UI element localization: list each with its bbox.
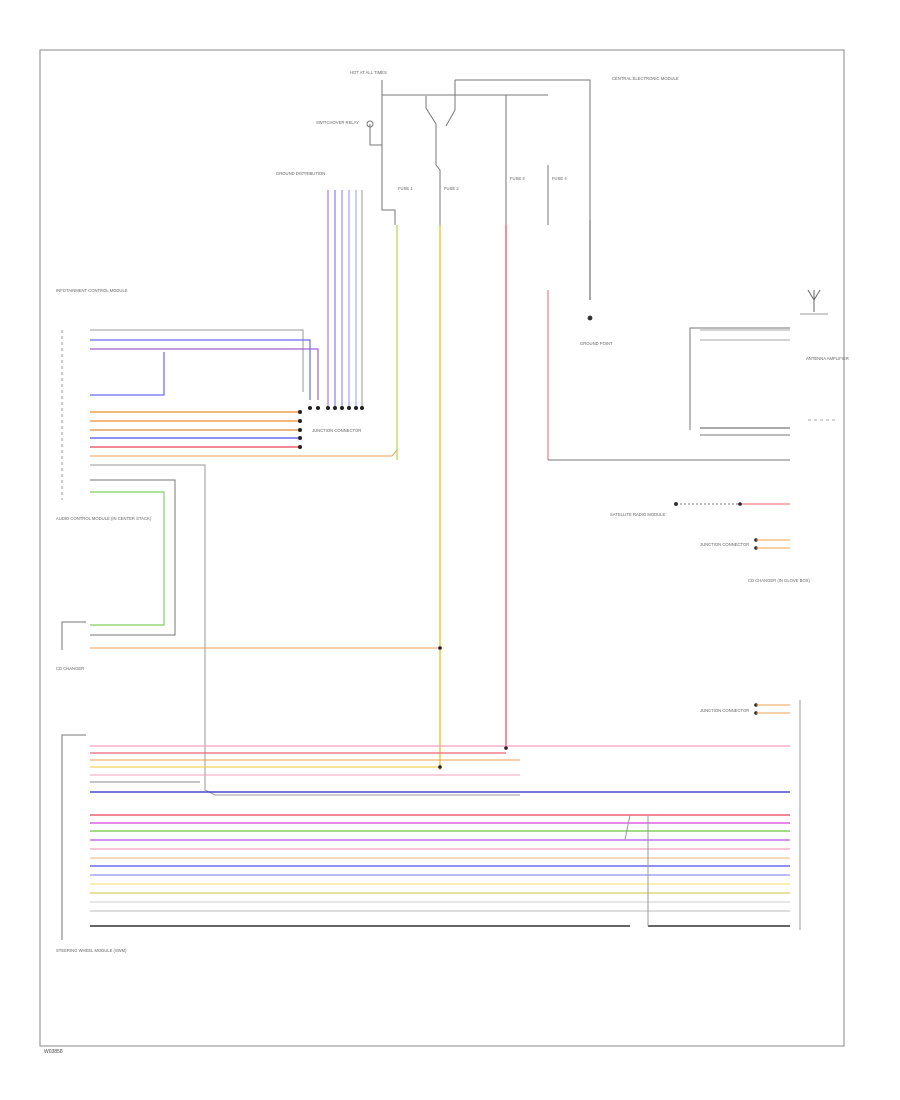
ground-point-label: GROUND POINT [580,341,613,346]
diagram-id: W03858 [44,1049,63,1055]
junction-c-label: JUNCTION CONNECTOR [700,708,749,713]
infotainment-control-label: INFOTAINMENT CONTROL MODULE [56,288,128,293]
hot-at-all-times-label: HOT AT ALL TIMES [350,70,387,75]
fuse-b-label: FUSE 2 [444,186,459,191]
junction-b-label: JUNCTION CONNECTOR [700,542,749,547]
junction-a-label: JUNCTION CONNECTOR [312,428,361,433]
switchover-relay-label: SWITCHOVER RELAY [316,120,359,125]
central-electronic-module-label: CENTRAL ELECTRONIC MODULE [612,76,679,81]
antenna-amplifier: ANTENNA AMPLIFIER [689,289,849,436]
infotainment-control-module: INFOTAINMENT CONTROL MODULE AUDIO CONTRO… [56,288,520,796]
bottom-harness: STEERING WHEEL MODULE (SWM) [56,734,790,953]
fuse-d-label: FUSE 4 [552,176,567,181]
fuse-c-label: FUSE 3 [510,176,525,181]
satellite-radio-label: SATELLITE RADIO MODULE [610,512,666,517]
switch-icon [366,80,456,146]
cd-changer-label: CD CHANGER [56,666,84,671]
connector-pin-icon [674,502,678,506]
ignition-switch-label: STEERING WHEEL MODULE (SWM) [56,948,127,953]
fuse-a-label: FUSE 1 [398,186,413,191]
ground-icon [587,315,593,321]
satellite-radio-module: SATELLITE RADIO MODULE JUNCTION CONNECTO… [548,459,810,930]
diagram-frame [39,49,845,1047]
junction-a-pins [298,406,364,449]
audio-unit-label: AUDIO CONTROL MODULE (IN CENTER STACK) [56,516,152,521]
cd-changer: CD CHANGER [56,621,442,671]
antenna-module-label: ANTENNA AMPLIFIER [806,356,849,361]
ground-distribution-label: GROUND DISTRIBUTION [276,171,325,176]
antenna-icon [800,289,828,315]
cd-player-label: CD CHANGER (IN GLOVE BOX) [748,578,810,583]
power-section: HOT AT ALL TIMES CENTRAL ELECTRONIC MODU… [276,70,679,770]
